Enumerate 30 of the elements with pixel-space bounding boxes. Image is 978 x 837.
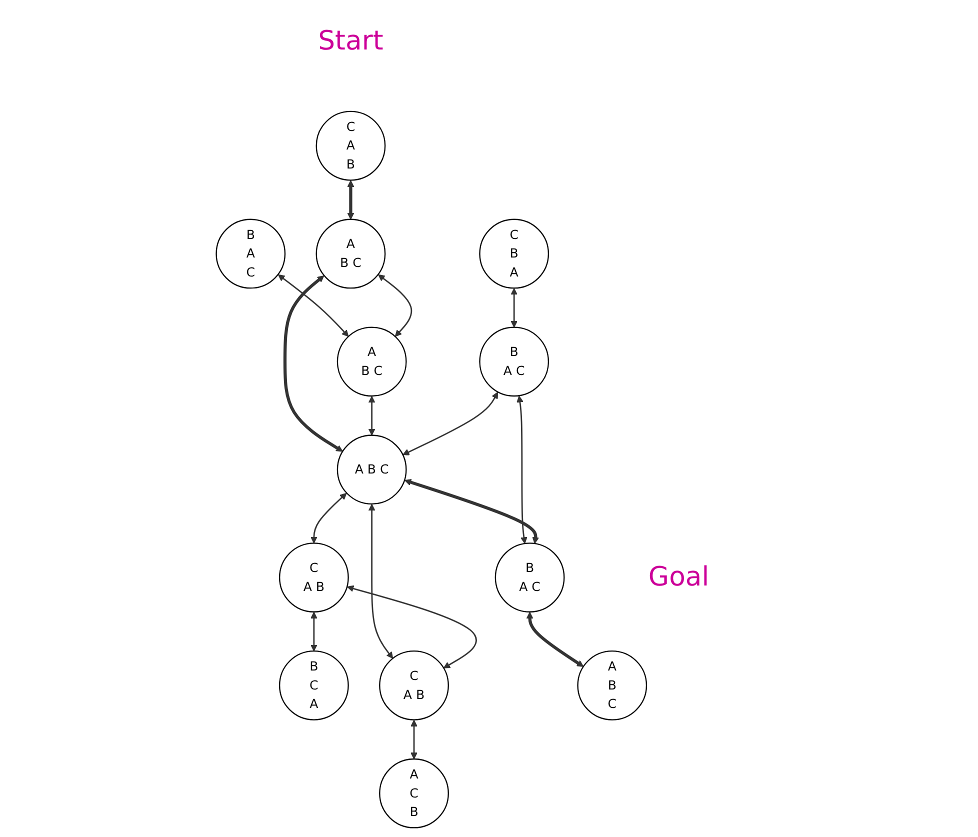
node-circle: C A B [378, 650, 449, 720]
node-circle: A C B [378, 758, 449, 828]
arrow [310, 492, 347, 543]
arrow [368, 396, 376, 436]
node-circle: C B A [478, 218, 549, 288]
node-circle: A B C [336, 326, 407, 396]
node-circle: C A B [316, 110, 386, 180]
node-circle: A B C [336, 434, 407, 504]
arrow [526, 611, 584, 666]
node-circle: A B C [577, 650, 647, 720]
node-circle: B A C [216, 218, 286, 288]
arrow [347, 180, 354, 220]
arrow [346, 584, 477, 668]
arrow [510, 288, 518, 328]
arrow [378, 274, 412, 336]
arrow [310, 611, 318, 651]
arrow [404, 478, 539, 544]
arrow [410, 719, 418, 759]
node-circle: A B C [316, 218, 386, 288]
node-circle: C A B [278, 542, 349, 612]
node-label: Goal [648, 560, 709, 592]
node-circle: B A C [478, 326, 549, 396]
arrow [516, 395, 528, 544]
arrow [402, 391, 498, 455]
node-label: Start [318, 24, 384, 56]
node-circle: B C A [278, 650, 349, 720]
node-circle: B A C [494, 542, 565, 612]
arrow [283, 274, 343, 452]
arrow [368, 503, 393, 658]
arrow [278, 274, 349, 336]
